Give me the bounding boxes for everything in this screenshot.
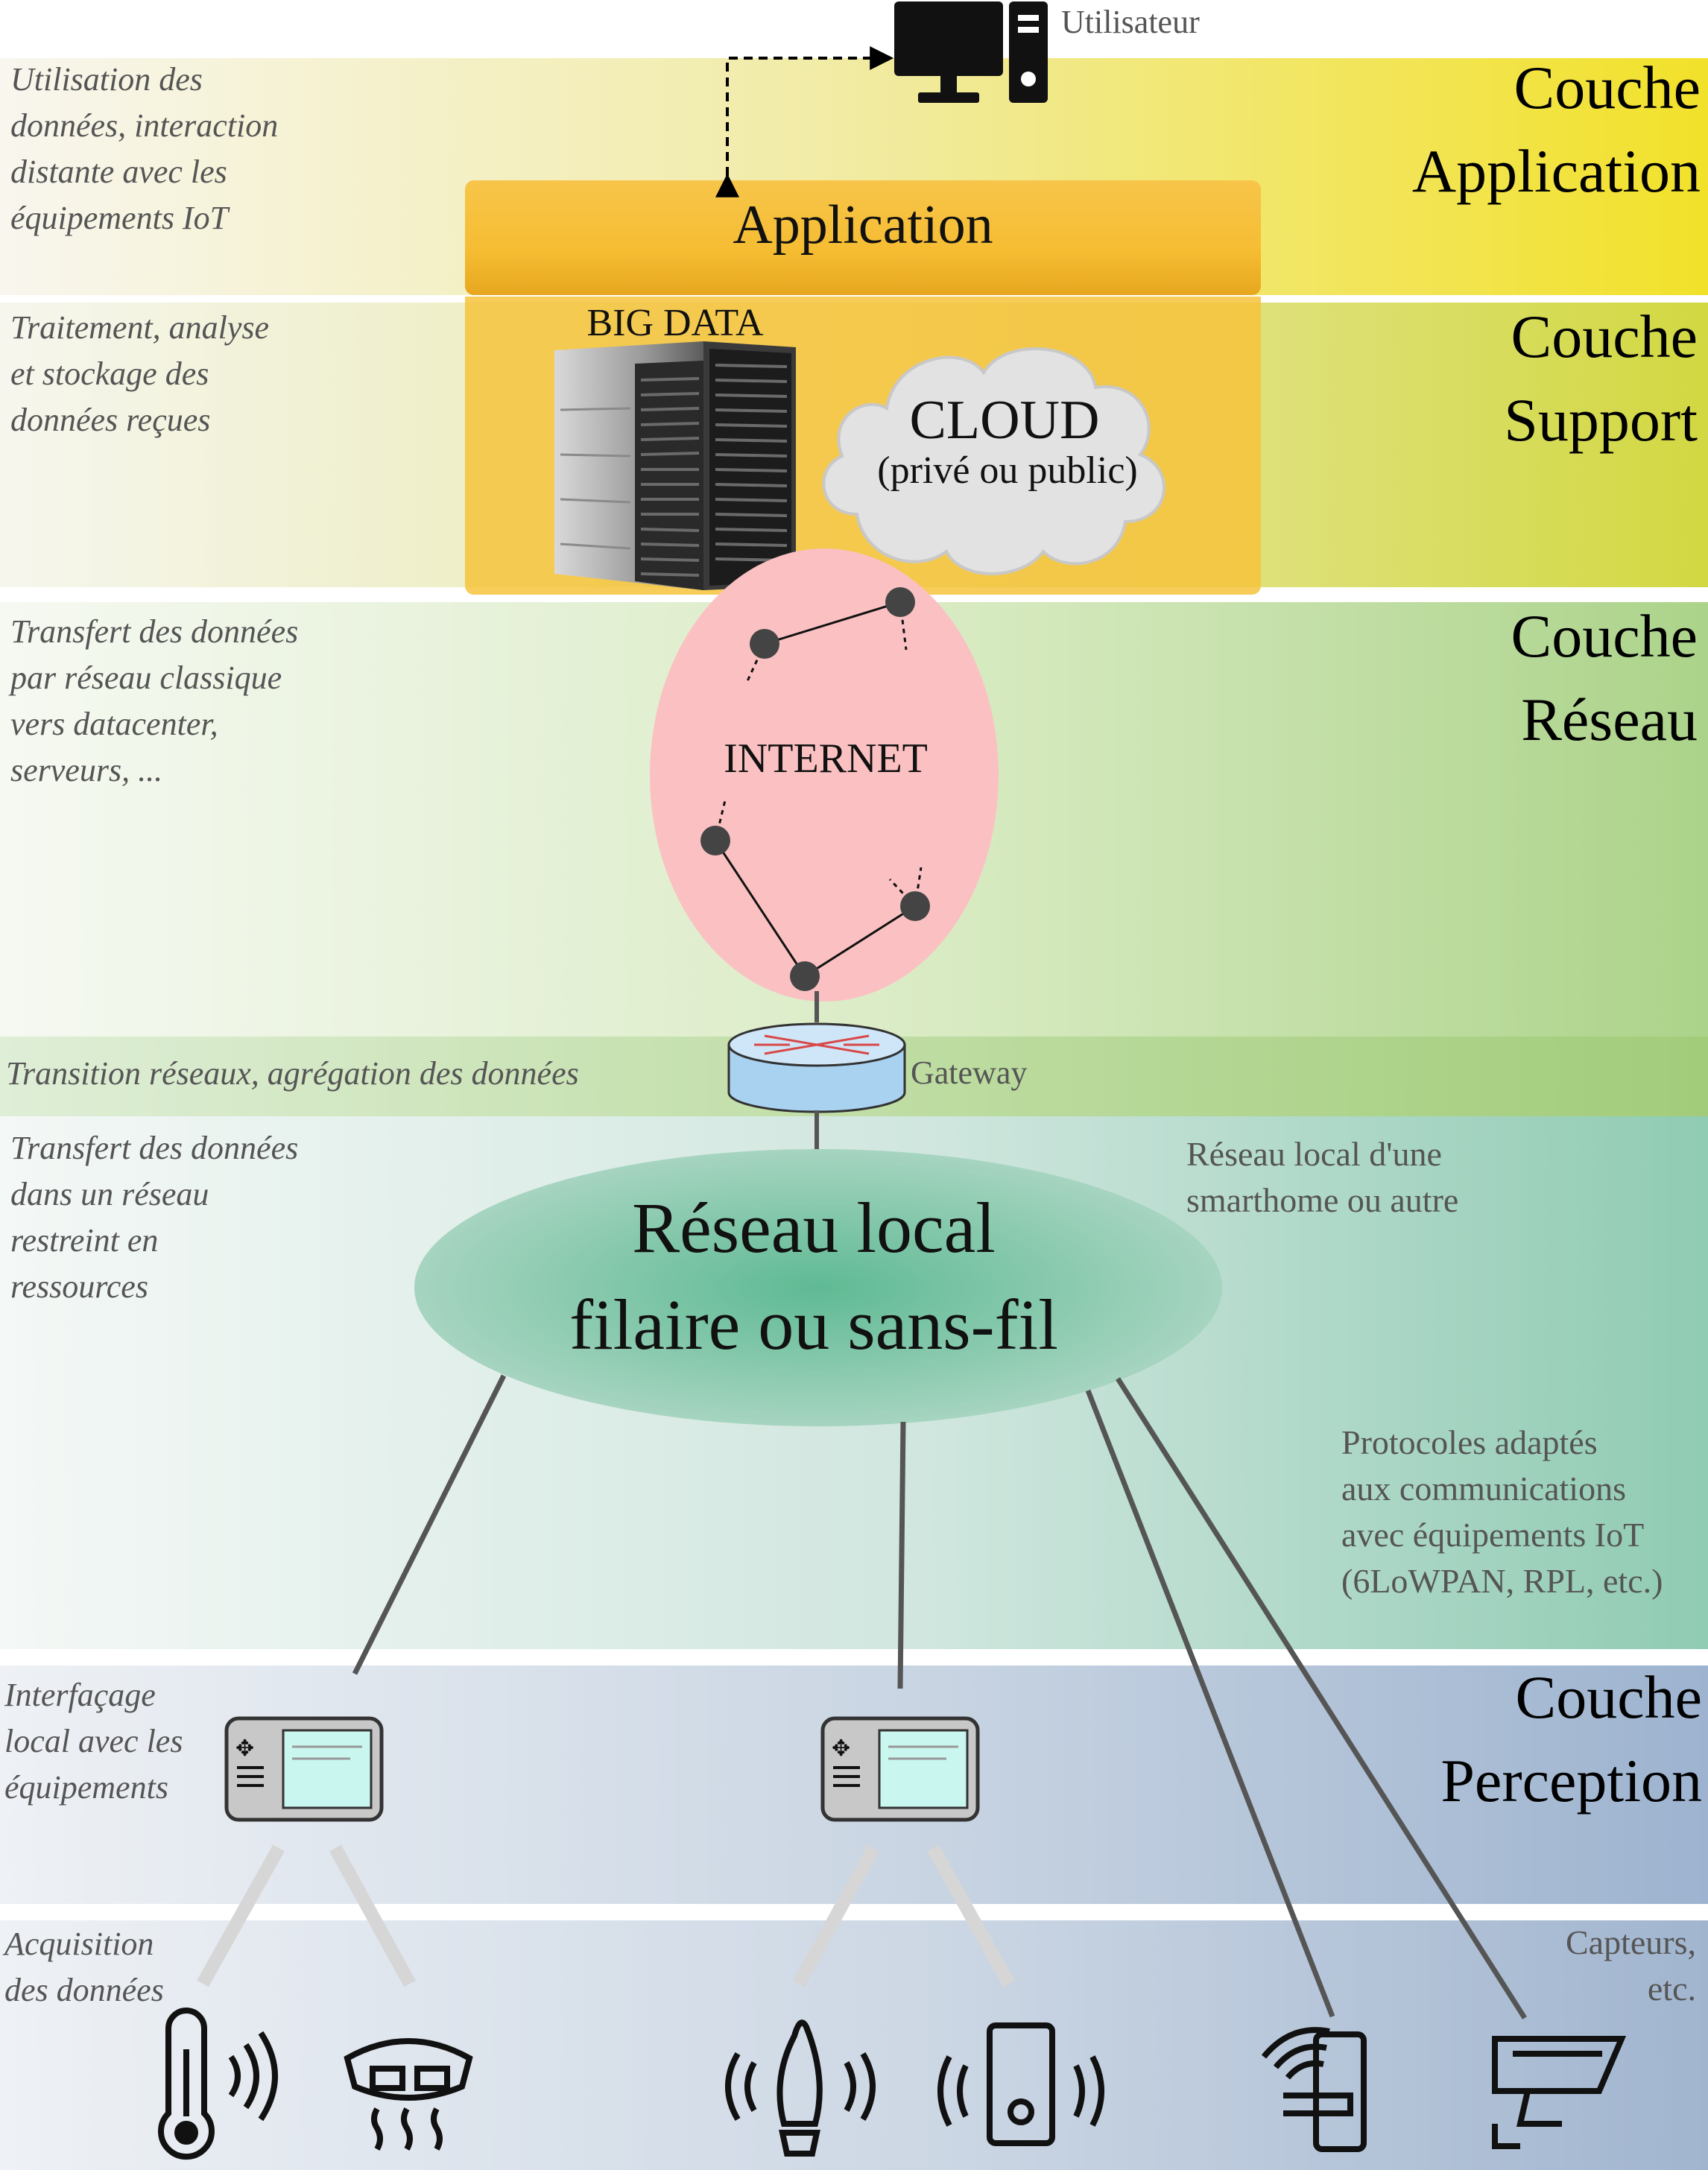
- local-network-links: [352, 1374, 1527, 2019]
- application-label: Application: [733, 194, 993, 256]
- computer-icon: [894, 1, 1048, 103]
- cloud-icon: [822, 347, 1166, 575]
- phone-vibration-icon: [937, 2022, 1104, 2146]
- smarthome-note: Réseau local d'une smarthome ou autre: [1186, 1135, 1459, 1219]
- footstep-sensor-icon: [725, 2019, 876, 2157]
- gateway-description: Transition réseaux, agrégation des donné…: [6, 1055, 579, 1092]
- user-label: Utilisateur: [1061, 4, 1200, 40]
- big-data-label: BIG DATA: [586, 302, 763, 344]
- sensors-note: Capteurs, etc.: [1565, 1923, 1696, 2008]
- protocols-note: Protocoles adaptés aux communications av…: [1341, 1423, 1663, 1600]
- smart-lock-icon: [1261, 2027, 1367, 2152]
- controller-icon: ✥: [820, 1716, 980, 1822]
- cloud-title: CLOUD: [910, 390, 1100, 451]
- server-rack-icon: [554, 341, 796, 590]
- internet-cloud: [650, 548, 999, 1002]
- perception-description: Interfaçage local avec les équipements: [4, 1677, 183, 1806]
- router-icon: [727, 1022, 906, 1113]
- acquisition-band: [0, 1920, 1708, 2170]
- camera-icon: [1492, 2036, 1627, 2149]
- support-layer-title: Couche Support: [1504, 303, 1698, 454]
- internet-nodes: [700, 587, 930, 991]
- smoke-detector-icon: [344, 2038, 473, 2151]
- svg-text:✥: ✥: [235, 1736, 254, 1762]
- local-network-line2: filaire ou sans-fil: [569, 1285, 1058, 1364]
- user-app-connection: [715, 46, 894, 197]
- perception-layer-title: Couche Perception: [1440, 1663, 1702, 1815]
- support-description: Traitement, analyse et stockage des donn…: [10, 309, 270, 438]
- network-description: Transfert des données par réseau classiq…: [10, 613, 299, 788]
- local-description: Transfert des données dans un réseau res…: [10, 1130, 299, 1305]
- local-network-ellipse: [414, 1149, 1222, 1426]
- cloud-subtitle: (privé ou public): [877, 449, 1137, 492]
- acquisition-description: Acquisition des données: [4, 1926, 164, 2008]
- application-description: Utilisation des données, interaction dis…: [10, 61, 279, 236]
- application-block: [465, 180, 1261, 295]
- application-layer-title: Couche Application: [1411, 54, 1701, 205]
- local-network-line1: Réseau local: [632, 1188, 996, 1268]
- thermometer-icon: [158, 2008, 278, 2160]
- gateway-label: Gateway: [911, 1054, 1027, 1091]
- svg-text:✥: ✥: [832, 1736, 850, 1762]
- controller-icon: ✥: [224, 1716, 384, 1822]
- network-layer-title: Couche Réseau: [1511, 602, 1698, 753]
- internet-label: INTERNET: [724, 736, 928, 782]
- controller-device-links: [197, 1844, 1015, 1987]
